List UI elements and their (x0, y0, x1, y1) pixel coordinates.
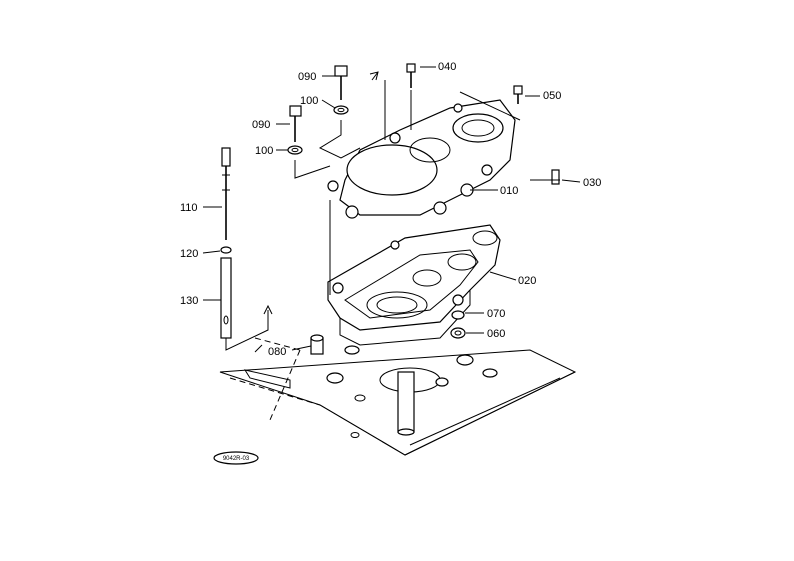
callout-090-lower: 090 (252, 119, 270, 131)
callout-050: 050 (543, 90, 561, 102)
bolt-050 (513, 85, 523, 104)
stud-040 (406, 63, 416, 88)
callout-010: 010 (500, 185, 518, 197)
pin-030 (551, 169, 560, 185)
front-cover-010 (327, 91, 521, 219)
washer-100-lower (287, 145, 303, 155)
dowel-080 (310, 334, 324, 355)
callout-080: 080 (268, 346, 286, 358)
drawing-number-stamp: 9042R-03 (213, 451, 259, 465)
gear-case-020 (327, 224, 501, 346)
plug-060 (450, 327, 466, 339)
callout-020: 020 (518, 275, 536, 287)
collar-120 (220, 246, 232, 254)
callout-100-upper: 100 (300, 95, 318, 107)
stamp-text: 9042R-03 (223, 456, 250, 462)
callout-090-upper: 090 (298, 71, 316, 83)
direction-arrow-upper (369, 71, 379, 81)
governor-rod-110 (221, 147, 231, 240)
callout-040: 040 (438, 61, 456, 73)
callout-070: 070 (487, 308, 505, 320)
bolt-090-lower (289, 105, 302, 142)
callout-130: 130 (180, 295, 198, 307)
callout-120: 120 (180, 248, 198, 260)
callout-030: 030 (583, 177, 601, 189)
callout-100-lower: 100 (255, 145, 273, 157)
washer-100-upper (333, 105, 349, 115)
assembly-guide-lines (225, 80, 560, 351)
bolt-090-upper (334, 65, 348, 100)
plug-070 (451, 310, 465, 320)
engine-base-block (219, 337, 577, 456)
leader-lines (202, 66, 581, 351)
callout-060: 060 (487, 328, 505, 340)
shaft-130 (220, 257, 232, 339)
callout-110: 110 (180, 202, 198, 214)
direction-arrow-lower (263, 304, 273, 315)
